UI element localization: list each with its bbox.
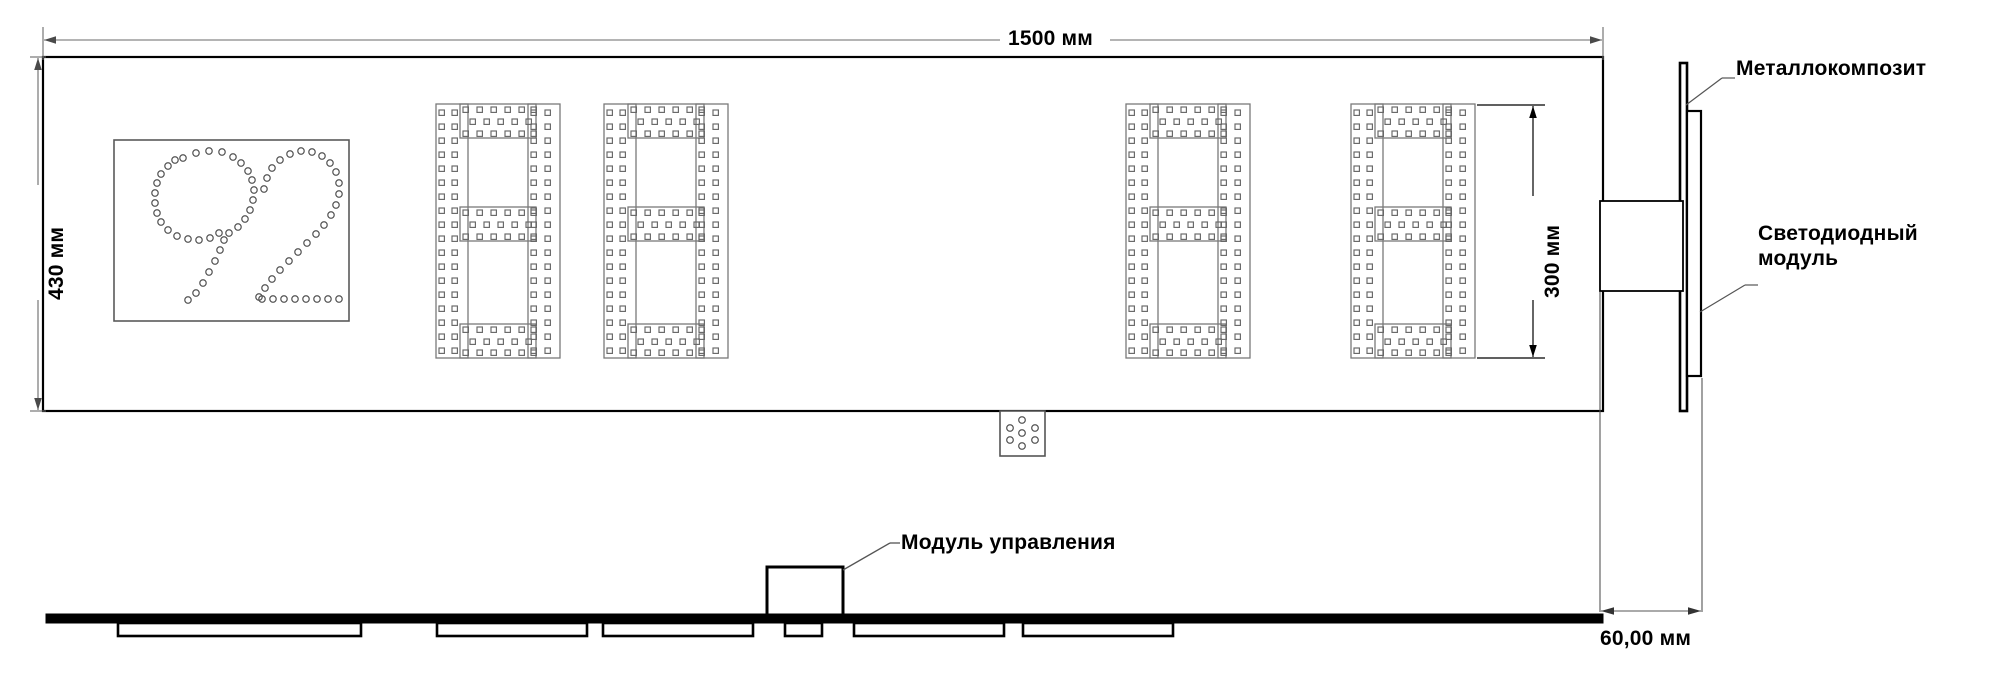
bottom-view [45,542,1604,638]
dimension-width [42,27,1604,60]
dimension-height [30,56,46,412]
annotation-led-module-line1: Светодиодный [1758,222,1918,245]
colon-separator [999,410,1046,457]
logo-dot-matrix-9 [151,147,258,304]
dimension-depth [1599,292,1703,615]
dimension-digit-height-label: 300 мм [1541,224,1564,298]
dimension-depth-label: 60,00 мм [1600,627,1692,650]
annotation-metal-composite: Металлокомпозит [1736,57,1927,80]
dimension-digit-height [1477,104,1545,359]
seven-segment-digit-2 [603,103,729,359]
annotation-control-module: Модуль управления [901,531,1116,554]
seven-segment-digit-4 [1350,103,1476,359]
seven-segment-digit-1 [435,103,561,359]
side-view [1599,61,1758,413]
annotation-led-module-line2: модуль [1758,247,1839,270]
dimension-width-label: 1500 мм [1008,27,1094,50]
seven-segment-digit-3 [1125,103,1251,359]
dimension-height-label: 430 мм [45,226,68,300]
logo-dot-matrix-2 [255,147,343,303]
